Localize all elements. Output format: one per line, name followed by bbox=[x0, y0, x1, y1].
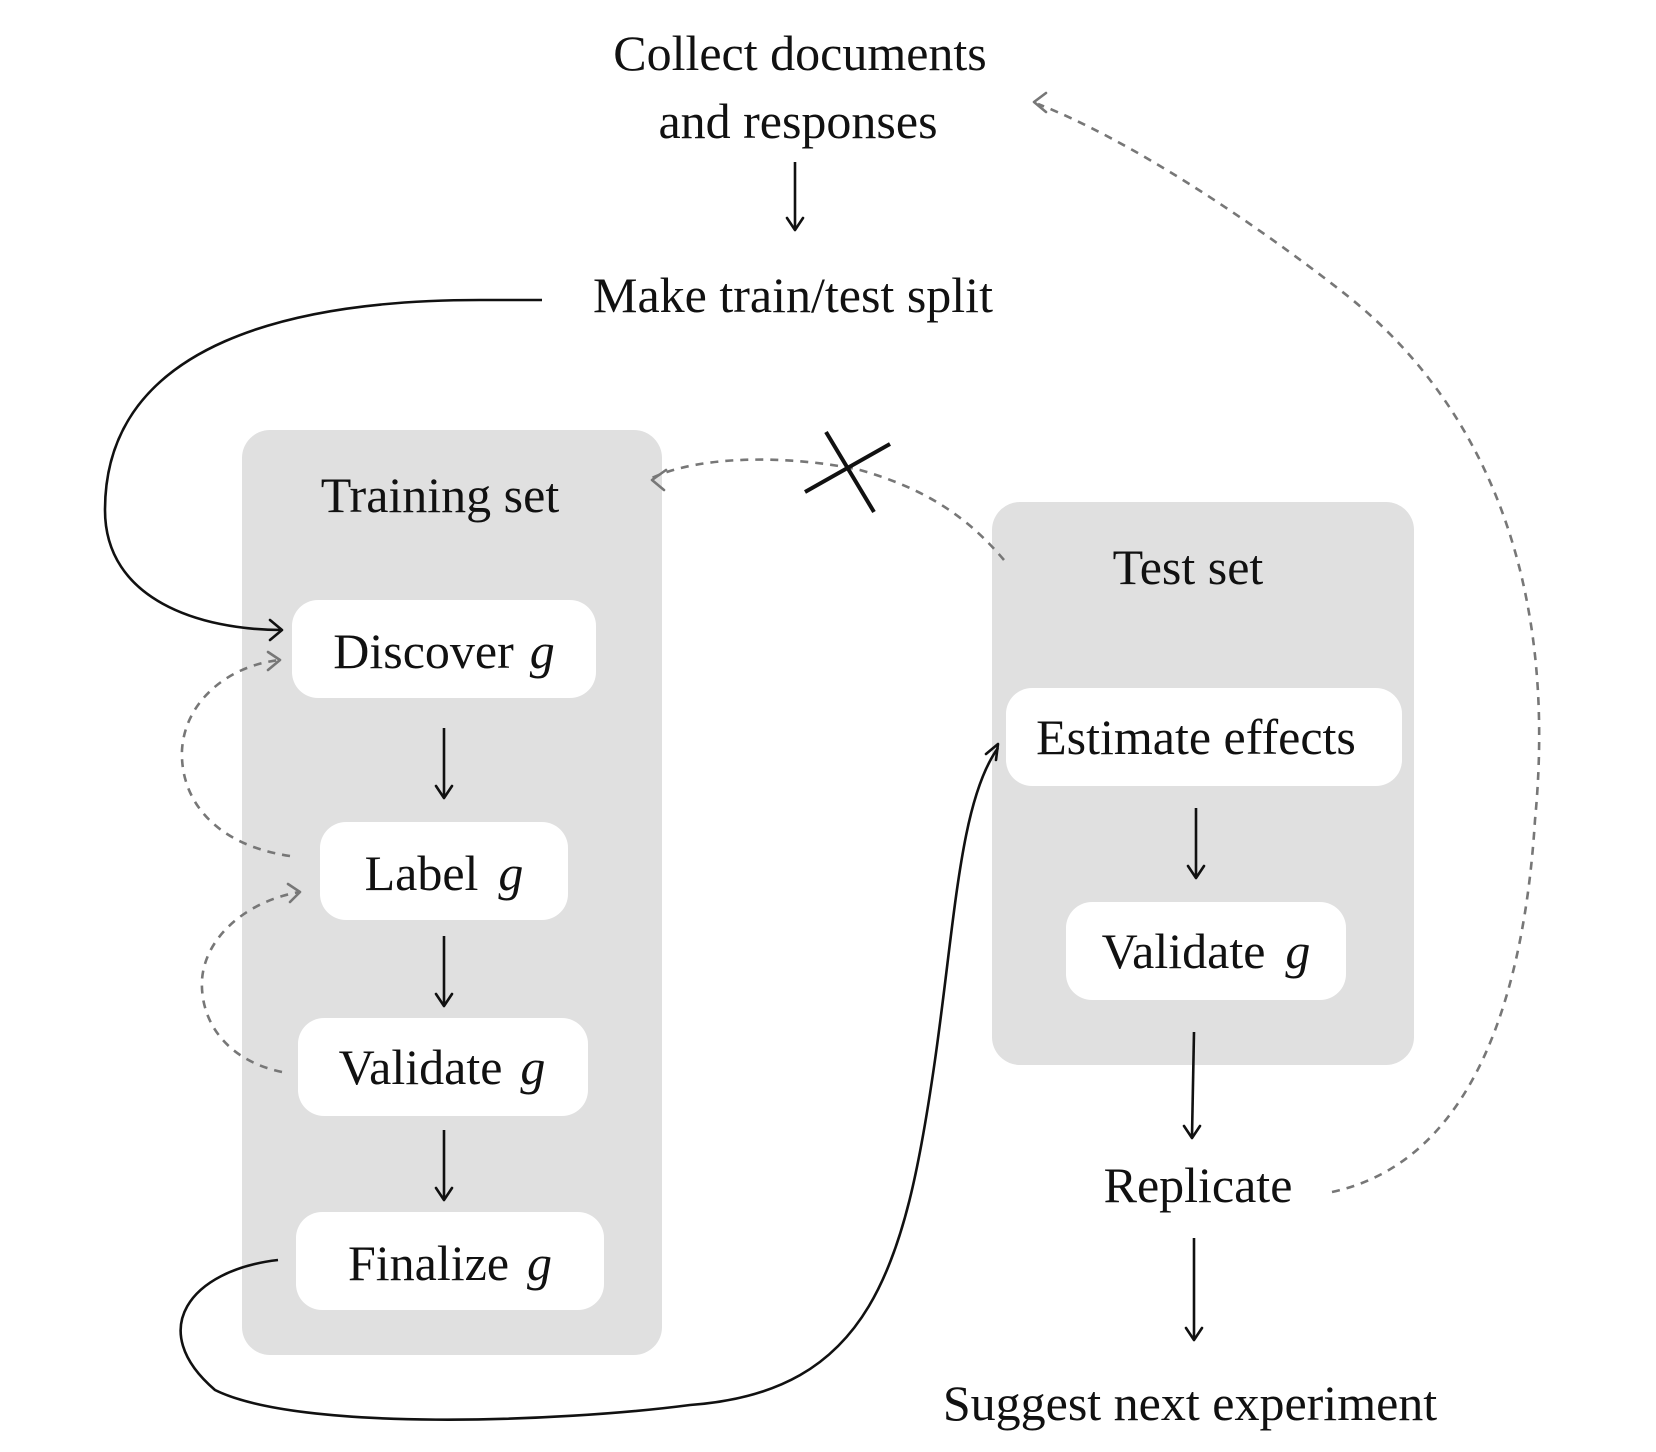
estimate-effects-node bbox=[1006, 688, 1402, 786]
discover-node bbox=[292, 600, 596, 698]
arrow-replicate-back-to-collect bbox=[1032, 91, 1541, 1194]
training-validate-node bbox=[298, 1018, 588, 1116]
arrow-discover-to-label bbox=[434, 728, 454, 800]
replicate-label: Replicate bbox=[1104, 1157, 1293, 1213]
finalize-word: Finalize bbox=[348, 1235, 509, 1291]
label-var: g bbox=[498, 845, 523, 901]
arrow-label-back-to-discover bbox=[180, 650, 291, 858]
suggest-label: Suggest next experiment bbox=[943, 1375, 1437, 1431]
finalize-var: g bbox=[527, 1235, 552, 1291]
training-validate-label: Validate g bbox=[339, 1039, 546, 1095]
arrow-validate-to-finalize bbox=[434, 1130, 454, 1202]
blocked-x-mark bbox=[804, 430, 891, 514]
collect-label-line1: Collect documents bbox=[613, 25, 987, 81]
arrow-validate-to-replicate bbox=[1182, 1031, 1202, 1140]
arrow-replicate-to-suggest bbox=[1184, 1238, 1204, 1342]
test-validate-word: Validate bbox=[1102, 923, 1266, 979]
collect-label-line2: and responses bbox=[658, 93, 937, 149]
discover-word: Discover bbox=[333, 623, 514, 679]
discover-label: Discover g bbox=[333, 623, 555, 679]
arrow-label-to-validate bbox=[434, 936, 454, 1008]
training-validate-var: g bbox=[520, 1039, 545, 1095]
arrow-collect-to-split bbox=[785, 162, 805, 232]
split-label: Make train/test split bbox=[593, 267, 993, 323]
arrow-estimate-to-validate bbox=[1186, 808, 1206, 880]
finalize-label: Finalize g bbox=[348, 1235, 552, 1291]
estimate-effects-label: Estimate effects bbox=[1036, 709, 1356, 765]
arrow-split-to-discover bbox=[103, 298, 542, 642]
discover-var: g bbox=[530, 623, 555, 679]
test-validate-node bbox=[1066, 902, 1346, 1000]
test-validate-label: Validate g bbox=[1102, 923, 1311, 979]
label-node bbox=[320, 822, 568, 920]
finalize-node bbox=[296, 1212, 604, 1310]
test-validate-var: g bbox=[1285, 923, 1310, 979]
arrow-validate-back-to-label bbox=[200, 882, 302, 1074]
arrow-test-back-to-training-blocked bbox=[650, 458, 1005, 561]
training-set-title: Training set bbox=[321, 467, 560, 523]
training-validate-word: Validate bbox=[339, 1039, 503, 1095]
test-set-title: Test set bbox=[1113, 539, 1264, 595]
arrow-finalize-to-estimate bbox=[179, 742, 1000, 1421]
label-word: Label bbox=[365, 845, 479, 901]
